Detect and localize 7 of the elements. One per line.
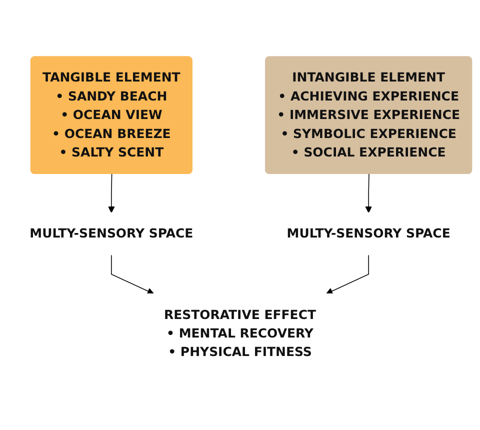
- node-text: MULTY-SENSORY SPACE: [286, 226, 450, 241]
- arrow: [111, 254, 154, 294]
- node-text: MULTY-SENSORY SPACE: [30, 226, 194, 241]
- arrow: [326, 254, 369, 294]
- arrow: [108, 174, 115, 213]
- node-text: RESTORATIVE EFFECT • MENTAL RECOVERY • PHYSICAL FITNESS: [164, 307, 316, 360]
- arrow: [365, 174, 372, 213]
